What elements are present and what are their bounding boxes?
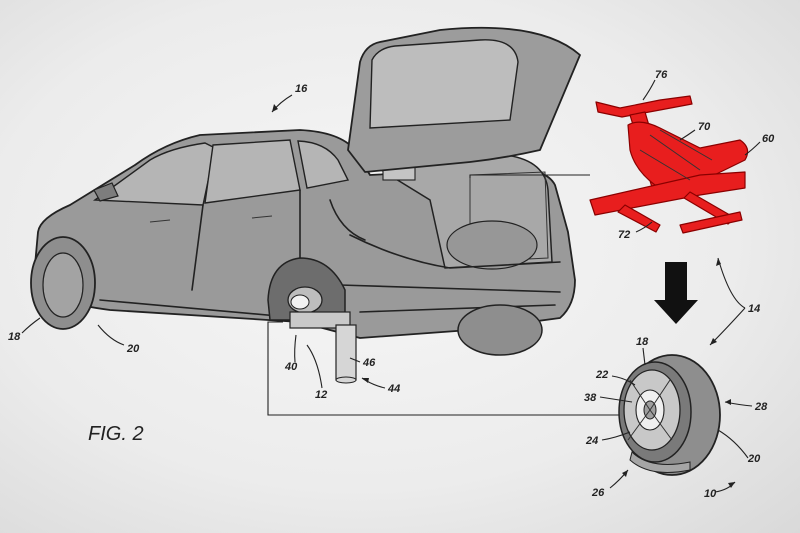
- detached-wheel: [618, 354, 721, 476]
- ref-24: 24: [585, 435, 598, 447]
- taillight-left: [329, 199, 366, 241]
- car-rear-window: [297, 140, 350, 189]
- ref-14: 14: [748, 303, 760, 315]
- down-arrow-icon: [654, 262, 698, 324]
- front-wheel: [30, 236, 96, 330]
- door-seam-front: [191, 204, 204, 291]
- ref-76: 76: [655, 69, 668, 81]
- scooter-drawing: [589, 95, 749, 234]
- trunk-connector-a: [469, 174, 545, 178]
- ref-40: 40: [284, 361, 298, 373]
- door-handle-rear: [251, 215, 273, 219]
- door-handle-front: [149, 219, 171, 223]
- side-sill: [99, 299, 301, 319]
- ref-20-car: 20: [126, 343, 140, 355]
- ref-60: 60: [762, 133, 775, 145]
- ref-20-wheel: 20: [747, 453, 761, 465]
- ref-10: 10: [704, 488, 717, 500]
- ref-12: 12: [315, 389, 327, 401]
- ref-46: 46: [362, 357, 376, 369]
- rear-trunk-edge: [349, 234, 561, 269]
- rear-bumper-bottom: [359, 304, 556, 313]
- wheel-stand: [629, 451, 691, 473]
- ref-16: 16: [295, 83, 308, 95]
- scooter-base: [679, 211, 743, 234]
- trunk-spare-area: [446, 220, 538, 270]
- ref-18-car: 18: [8, 331, 21, 343]
- figure-caption: FIG. 2: [88, 423, 144, 445]
- ref-26: 26: [591, 487, 605, 499]
- scooter-frame-details: [639, 129, 713, 181]
- rear-far-tire: [457, 304, 543, 356]
- liftgate-glass: [369, 39, 519, 129]
- wheel-spokes: [627, 379, 673, 441]
- scooter-deck: [589, 171, 746, 216]
- leader-lines: [21, 79, 761, 493]
- jack-stand: [289, 311, 357, 384]
- hub-connector: [267, 321, 620, 416]
- reference-numerals: 16 76 70 60 72 14 18 20 40 12 46 44 18 2…: [8, 69, 775, 500]
- ref-38: 38: [584, 392, 597, 404]
- car-drawing: [30, 26, 581, 384]
- scooter-handlebar: [595, 95, 693, 118]
- side-mirror: [93, 182, 119, 202]
- ref-70: 70: [698, 121, 711, 133]
- car-front-window: [92, 142, 216, 206]
- ref-22: 22: [595, 369, 608, 381]
- ref-72: 72: [618, 229, 630, 241]
- ref-28: 28: [754, 401, 768, 413]
- ref-18-wheel: 18: [636, 336, 649, 348]
- scooter-strut-left: [617, 204, 661, 233]
- scooter-frame: [627, 121, 749, 186]
- rear-bumper-top: [339, 284, 561, 293]
- ref-44: 44: [387, 383, 400, 395]
